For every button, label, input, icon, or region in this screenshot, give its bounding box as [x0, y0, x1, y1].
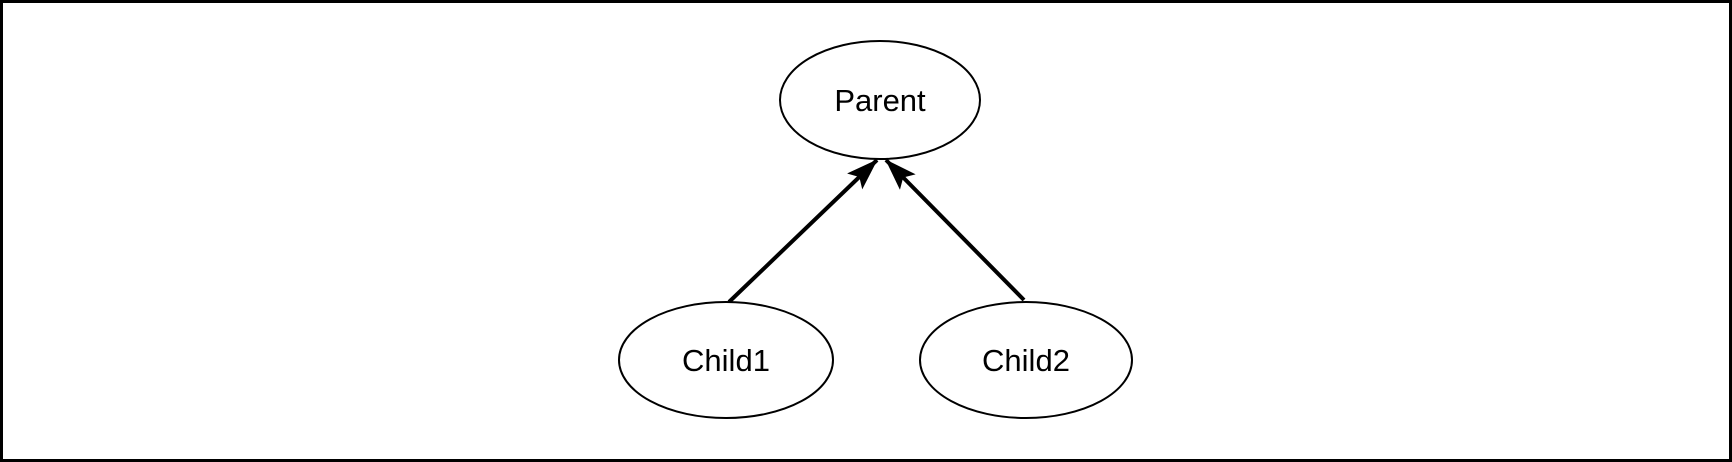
node-parent-label: Parent	[834, 83, 926, 118]
node-child2: Child2	[919, 301, 1133, 419]
node-child2-label: Child2	[982, 343, 1070, 378]
edge-child2-to-parent	[884, 158, 1026, 302]
node-child1: Child1	[618, 301, 834, 419]
node-child1-label: Child1	[682, 343, 770, 378]
node-child1-ellipse	[618, 301, 834, 419]
node-parent: Parent	[779, 40, 981, 160]
edge-child1-to-parent	[727, 158, 879, 304]
node-parent-ellipse	[779, 40, 981, 160]
node-child2-ellipse	[919, 301, 1133, 419]
edge-layer	[727, 158, 1026, 304]
